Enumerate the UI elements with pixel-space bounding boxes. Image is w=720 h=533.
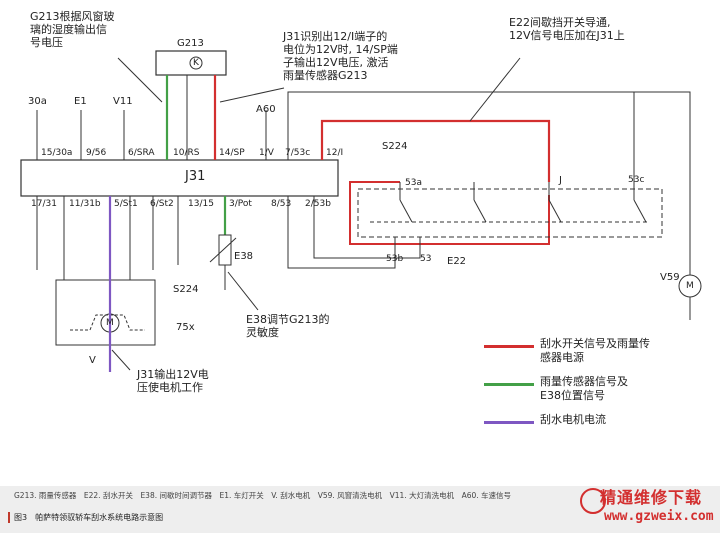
legend-text-green: 雨量传感器信号及 E38位置信号 [540, 375, 628, 402]
j31-label: J31 [185, 169, 206, 184]
pin-10-rs: 10/RS [173, 148, 200, 158]
j31-relay-box [20, 159, 339, 197]
pin-1-v: 1/V [259, 148, 274, 158]
legend-text-red: 刮水开关信号及雨量传 感器电源 [540, 337, 650, 364]
pin-14-sp: 14/SP [219, 148, 245, 158]
legend-swatch-purple [484, 421, 534, 424]
top-wires [36, 91, 691, 275]
s224-lower-label: S224 [173, 284, 199, 295]
caption-abbreviations: G213. 雨量传感器 E22. 刮水开关 E38. 间歇时间调节器 E1. 车… [14, 491, 512, 500]
color-legend: 刮水开关信号及雨量传 感器电源 雨量传感器信号及 E38位置信号 刮水电机电流 [484, 337, 714, 451]
g213-sensor-box [155, 50, 227, 76]
x75-label: 75x [176, 322, 195, 333]
g213-symbol: K [193, 58, 199, 68]
switch-pin-53a: 53a [405, 178, 422, 188]
switch-pin-53c: 53c [628, 175, 645, 185]
motor-symbol: M [106, 318, 114, 328]
j31-note: J31识别出12/I端子的 电位为12V时, 14/SP端 子输出12V电压, … [283, 30, 398, 82]
legend-row-red: 刮水开关信号及雨量传 感器电源 [484, 337, 714, 375]
pin-5-st1: 5/St1 [114, 199, 138, 209]
watermark-name: 精通维修下载 [600, 488, 703, 507]
s224-label: S224 [382, 141, 408, 152]
pin-13-15: 13/15 [188, 199, 214, 209]
g213-label: G213 [177, 38, 204, 49]
g213-note: G213根据风窗玻 璃的湿度输出信 号电压 [30, 10, 115, 49]
pin-8-53: 8/53 [271, 199, 292, 209]
caption-title: 图3 帕萨特领驭轿车刮水系统电路示意图 [14, 513, 164, 522]
e22-label: E22 [447, 256, 467, 267]
note-pointers [111, 57, 521, 371]
source-e1: E1 [74, 96, 87, 107]
pin-9-56: 9/56 [86, 148, 107, 158]
source-30a: 30a [28, 96, 47, 107]
legend-row-purple: 刮水电机电流 [484, 413, 714, 451]
watermark-url: www.gzweix.com [604, 509, 714, 524]
e38-wiper-arrow [209, 237, 237, 263]
legend-swatch-green [484, 383, 534, 386]
j31-pin-ticks [36, 155, 267, 201]
e38-label: E38 [234, 251, 254, 262]
v59-label: V59 [660, 272, 680, 283]
pin-12-i: 12/I [326, 148, 344, 158]
e22-switch-contacts [370, 180, 650, 252]
j-label: J [559, 175, 562, 186]
pin-3-pot: 3/Pot [229, 199, 252, 209]
watermark-logo-icon [580, 488, 606, 514]
pin-6-sra: 6/SRA [128, 148, 155, 158]
legend-row-green: 雨量传感器信号及 E38位置信号 [484, 375, 714, 413]
source-v11: V11 [113, 96, 133, 107]
switch-pin-53b: 53b [386, 254, 404, 264]
pin-15-30a: 15/30a [41, 148, 73, 158]
pin-17-31: 17/31 [31, 199, 57, 209]
v59-motor-circle [678, 274, 702, 298]
pin-2-53b: 2/53b [305, 199, 331, 209]
wiper-motor-box [55, 279, 156, 346]
legend-swatch-red [484, 345, 534, 348]
bottom-wires [36, 196, 691, 346]
e22-switch-box [357, 188, 663, 238]
source-a60: A60 [256, 104, 276, 115]
g213-sensor-circle [189, 56, 203, 70]
legend-text-purple: 刮水电机电流 [540, 413, 606, 426]
red-switch-loop [320, 119, 551, 182]
e38-note: E38调节G213的 灵敏度 [246, 313, 330, 339]
switch-pin-53: 53 [420, 254, 432, 264]
v-motor-label: V [89, 355, 96, 366]
e22-note: E22间歇挡开关导通, 12V信号电压加在J31上 [509, 16, 625, 42]
v59-symbol: M [686, 281, 694, 291]
red-switch-inner [349, 181, 550, 245]
pin-11-31b: 11/31b [69, 199, 101, 209]
pin-6-st2: 6/St2 [150, 199, 174, 209]
motor-note: J31输出12V电 压使电机工作 [137, 368, 209, 394]
caption-accent-bar [8, 512, 10, 523]
e38-potentiometer [218, 234, 232, 266]
pin-7-53c: 7/53c [285, 148, 311, 158]
